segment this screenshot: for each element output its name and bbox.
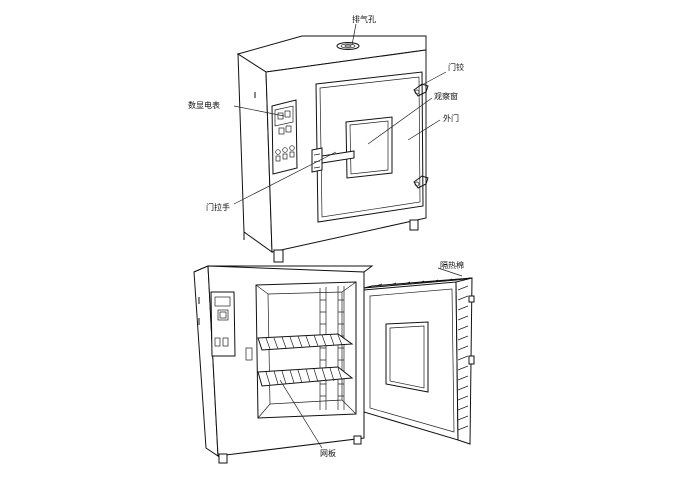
bottom-control-panel — [210, 291, 253, 361]
label-window: 观察窗 — [434, 91, 458, 101]
label-exhaust-hole: 排气孔 — [352, 14, 376, 24]
open-door — [363, 277, 475, 445]
labels: 排气孔 门铰 观察窗 外门 数显电表 门拉手 隔热棉 网板 — [188, 14, 464, 458]
label-shelf: 网板 — [320, 448, 336, 458]
exhaust-hole — [336, 42, 360, 50]
leader-lines — [233, 23, 463, 449]
bottom-oven — [193, 265, 475, 464]
bottom-oven-leg-left — [218, 453, 228, 464]
door-handle — [311, 147, 355, 173]
label-controller: 数显电表 — [188, 100, 220, 110]
digital-display — [274, 105, 294, 127]
door-hinge — [413, 83, 429, 189]
label-door-handle: 门拉手 — [206, 202, 230, 212]
label-hinge: 门铰 — [448, 62, 464, 72]
top-oven-leg-left — [273, 249, 284, 263]
label-seal: 隔热棉 — [440, 260, 464, 270]
bottom-oven-leg-right — [353, 435, 362, 445]
wire-shelf — [257, 333, 354, 387]
observation-window — [345, 116, 393, 179]
label-outer-door: 外门 — [443, 113, 459, 123]
top-oven — [236, 35, 429, 263]
open-door-window — [385, 321, 429, 393]
control-panel — [271, 99, 298, 175]
top-oven-leg-right — [409, 219, 419, 231]
oven-cavity — [255, 281, 357, 419]
